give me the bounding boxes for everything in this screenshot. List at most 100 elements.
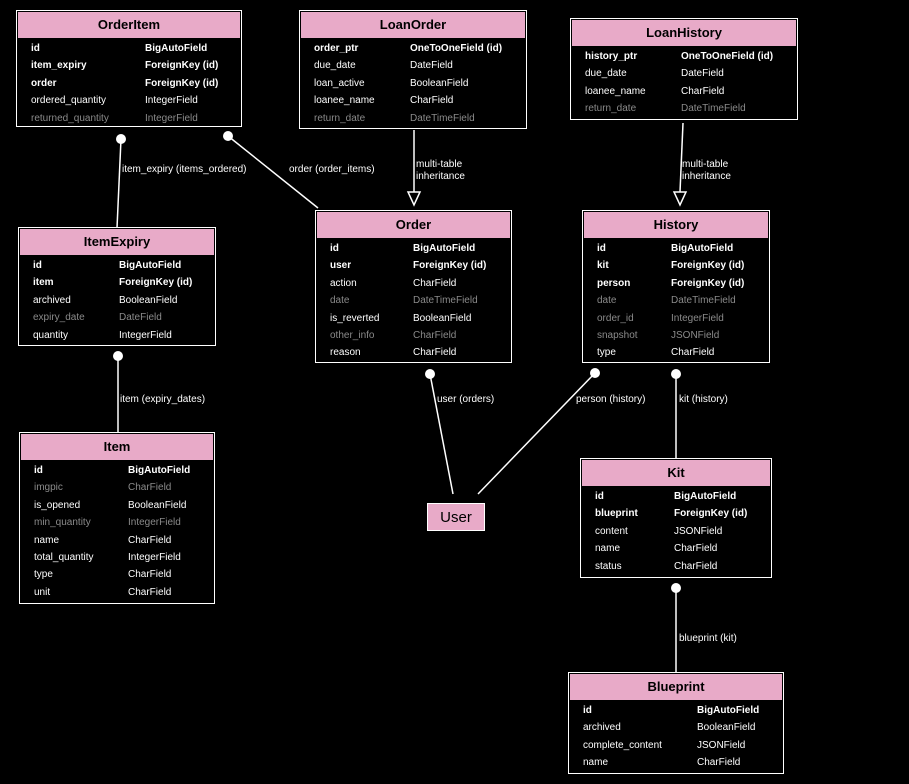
field-type: CharField	[128, 482, 172, 494]
field-name: history_ptr	[585, 51, 638, 62]
field-name: reason	[330, 347, 361, 359]
field-type: CharField	[671, 347, 715, 359]
edge-endpoint-oi-ie	[116, 134, 126, 144]
field-type: JSONField	[671, 329, 720, 341]
field-name: id	[31, 43, 40, 54]
field-type: JSONField	[674, 525, 723, 537]
field-name: is_opened	[34, 499, 81, 511]
model-title: LoanOrder	[301, 12, 525, 39]
field-name: due_date	[585, 68, 627, 80]
edge-label-o-u: user (orders)	[437, 394, 494, 405]
model-loanorder: LoanOrder order_ptr OneToOneField (id) due_…	[299, 10, 527, 129]
field-name: unit	[34, 586, 51, 598]
field-name: order_ptr	[314, 43, 359, 54]
edge-label-oi-ie: item_expiry (items_ordered)	[122, 164, 247, 175]
model-title: ItemExpiry	[20, 229, 214, 256]
field-name: is_reverted	[330, 312, 380, 324]
field-type: DateTimeField	[413, 295, 478, 307]
field-name: imgpic	[34, 482, 63, 494]
field-name: order_id	[597, 312, 634, 324]
field-type: IntegerField	[671, 312, 724, 324]
field-row: user ForeignKey (id)	[316, 257, 511, 274]
field-name: user	[330, 260, 352, 272]
field-type: IntegerField	[145, 112, 198, 124]
field-type: CharField	[410, 95, 454, 107]
edge-endpoint-oi-o	[223, 131, 233, 141]
field-type: OneToOneField (id)	[410, 43, 503, 54]
field-type: CharField	[128, 534, 172, 546]
field-type: BooleanField	[410, 77, 469, 89]
field-name: date	[597, 295, 617, 307]
field-name: status	[595, 560, 622, 572]
field-name: name	[34, 534, 60, 546]
edge-endpoint-h-k	[671, 369, 681, 379]
field-row: reason CharField	[316, 344, 511, 361]
edge-endpoint-ie-i	[113, 351, 123, 361]
field-type: CharField	[413, 347, 457, 359]
field-row: date DateTimeField	[316, 292, 511, 309]
field-name: item_expiry	[31, 60, 87, 72]
field-type: IntegerField	[128, 517, 181, 529]
field-type: BooleanField	[413, 312, 472, 324]
field-name: id	[583, 705, 592, 716]
field-name: blueprint	[595, 508, 638, 520]
field-type: BigAutoField	[674, 491, 737, 502]
field-type: BigAutoField	[671, 243, 734, 254]
field-name: name	[583, 757, 609, 769]
field-type: ForeignKey (id)	[671, 260, 745, 272]
edge-label-ie-i: item (expiry_dates)	[120, 394, 205, 405]
field-name: action	[330, 277, 357, 289]
model-title: Kit	[582, 460, 770, 487]
field-name: id	[33, 260, 42, 271]
field-type: ForeignKey (id)	[119, 277, 193, 289]
field-type: ForeignKey (id)	[413, 260, 487, 272]
field-name: return_date	[314, 112, 366, 124]
field-row: order_id IntegerField	[583, 310, 769, 327]
field-row: id BigAutoField	[583, 240, 769, 257]
field-type: BigAutoField	[128, 465, 191, 476]
field-name: date	[330, 295, 350, 307]
field-name: loanee_name	[585, 85, 646, 97]
field-name: id	[595, 491, 604, 502]
field-type: BooleanField	[697, 722, 756, 734]
field-type: DateTimeField	[410, 112, 475, 124]
field-type: OneToOneField (id)	[681, 51, 774, 62]
inheritance-arrow-lh-h	[672, 191, 688, 207]
field-name: loan_active	[314, 77, 365, 89]
field-row: name CharField	[20, 532, 214, 549]
field-type: IntegerField	[128, 551, 181, 563]
field-name: type	[34, 569, 53, 581]
field-name: expiry_date	[33, 312, 85, 324]
field-name: id	[597, 243, 606, 254]
